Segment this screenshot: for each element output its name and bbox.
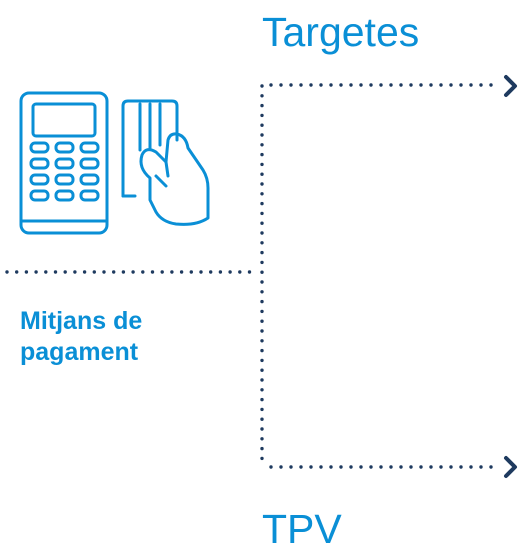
arrow-top-icon	[504, 75, 517, 97]
category-label-line2: pagament	[20, 338, 139, 366]
connector-lines	[5, 75, 517, 478]
category-label: Mitjans de pagament	[20, 306, 240, 368]
branch-label-tpv: TPV	[262, 506, 342, 552]
branch-label-targetes: Targetes	[262, 9, 420, 55]
arrow-bottom-icon	[504, 456, 517, 478]
card-payment-terminal-icon	[19, 91, 210, 235]
category-label-line1: Mitjans de	[20, 307, 143, 335]
